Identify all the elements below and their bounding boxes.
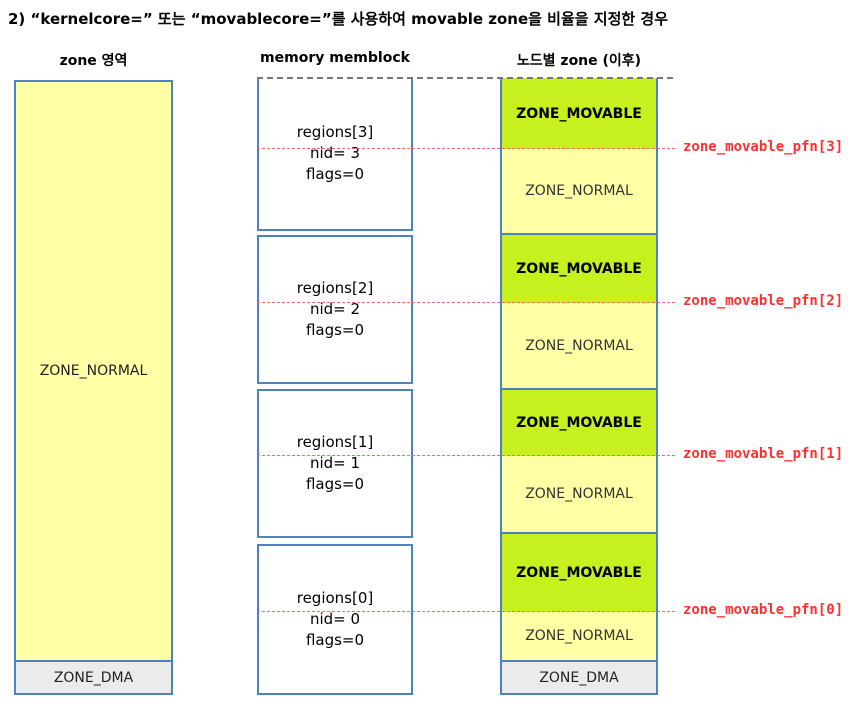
- zone-movable-pfn-line-3: [257, 148, 675, 149]
- node-zone-stack: ZONE_MOVABLE ZONE_NORMAL ZONE_MOVABLE ZO…: [500, 78, 658, 695]
- memblock-region-0: regions[0] nid= 0 flags=0: [257, 544, 413, 695]
- zone-normal-section: ZONE_NORMAL: [502, 612, 656, 660]
- region-flags: flags=0: [305, 475, 365, 493]
- zone-movable-pfn-label-1: zone_movable_pfn[1]: [683, 446, 844, 462]
- region-nid: nid= 1: [309, 454, 361, 472]
- region-flags: flags=0: [305, 165, 365, 183]
- region-flags: flags=0: [305, 631, 365, 649]
- zone-movable-section: ZONE_MOVABLE: [502, 233, 656, 303]
- zone-normal-label: ZONE_NORMAL: [39, 363, 148, 379]
- zone-movable-pfn-label-3: zone_movable_pfn[3]: [683, 139, 844, 155]
- region-name: regions[3]: [296, 123, 374, 141]
- memblock-region-2: regions[2] nid= 2 flags=0: [257, 235, 413, 384]
- zone-movable-pfn-line-0: [257, 611, 675, 612]
- region-name: regions[2]: [296, 279, 374, 297]
- zone-dma-box: ZONE_DMA: [14, 660, 173, 695]
- region-name: regions[1]: [296, 433, 374, 451]
- region-flags: flags=0: [305, 321, 365, 339]
- zone-movable-pfn-label-0: zone_movable_pfn[0]: [683, 602, 844, 618]
- memblock-region-1: regions[1] nid= 1 flags=0: [257, 389, 413, 538]
- node-zone-dma-section: ZONE_DMA: [502, 660, 656, 695]
- region-nid: nid= 0: [309, 610, 361, 628]
- zone-movable-section: ZONE_MOVABLE: [502, 532, 656, 612]
- zone-dma-label: ZONE_DMA: [53, 669, 134, 686]
- memblock-column-header: memory memblock: [260, 50, 410, 66]
- region-nid: nid= 3: [309, 144, 361, 162]
- zone-normal-box: ZONE_NORMAL: [14, 80, 173, 660]
- zone-movable-pfn-label-2: zone_movable_pfn[2]: [683, 293, 844, 309]
- node-column-header: 노드별 zone (이후): [516, 53, 642, 69]
- zone-movable-pfn-line-2: [257, 302, 675, 303]
- zone-column-header: zone 영역: [59, 53, 128, 69]
- memblock-region-3: regions[3] nid= 3 flags=0: [257, 78, 413, 231]
- page-title: 2) “kernelcore=” 또는 “movablecore=”를 사용하여…: [8, 10, 668, 28]
- zone-normal-section: ZONE_NORMAL: [502, 456, 656, 532]
- zone-movable-section: ZONE_MOVABLE: [502, 388, 656, 456]
- region-name: regions[0]: [296, 589, 374, 607]
- zone-normal-section: ZONE_NORMAL: [502, 303, 656, 388]
- zone-movable-section: ZONE_MOVABLE: [502, 78, 656, 149]
- zone-normal-section: ZONE_NORMAL: [502, 149, 656, 233]
- zone-movable-pfn-line-1: [257, 455, 675, 456]
- region-nid: nid= 2: [309, 300, 361, 318]
- top-boundary-dashed-line: [257, 77, 673, 79]
